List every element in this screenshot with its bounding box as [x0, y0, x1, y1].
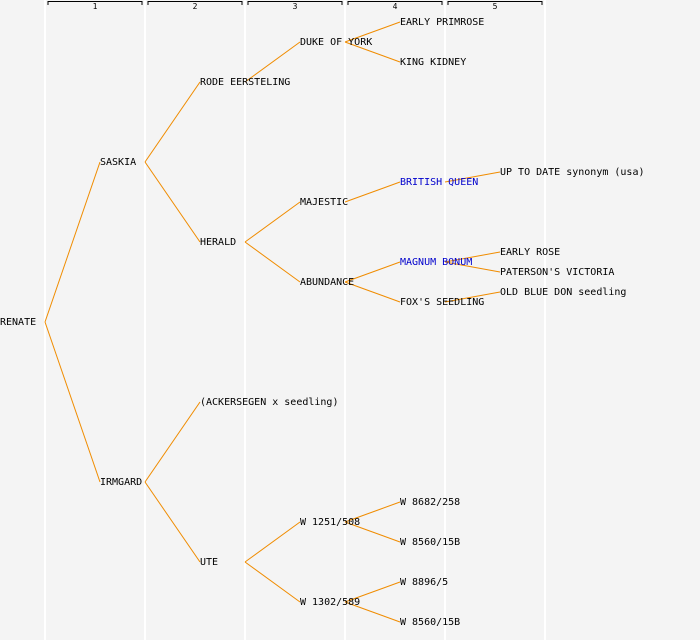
pedigree-node[interactable]: ABUNDANCE: [300, 277, 354, 288]
generation-bracket: [347, 1, 443, 5]
pedigree-edge: [144, 481, 201, 563]
pedigree-edge: [244, 561, 301, 603]
generation-bracket: [247, 1, 343, 5]
pedigree-edge: [344, 281, 401, 303]
pedigree-node[interactable]: MAJESTIC: [300, 197, 348, 208]
pedigree-node[interactable]: HERALD: [200, 237, 236, 248]
pedigree-node[interactable]: UTE: [200, 557, 218, 568]
pedigree-edge: [344, 181, 401, 203]
pedigree-edge: [44, 161, 101, 323]
pedigree-node[interactable]: BRITISH QUEEN: [400, 177, 478, 188]
pedigree-node[interactable]: W 1302/589: [300, 597, 360, 608]
pedigree-node[interactable]: W 8560/15B: [400, 617, 460, 628]
pedigree-node[interactable]: IRMGARD: [100, 477, 142, 488]
pedigree-node[interactable]: W 8560/15B: [400, 537, 460, 548]
pedigree-node[interactable]: EARLY ROSE: [500, 247, 560, 258]
generation-bracket: [47, 1, 143, 5]
generation-number: 1: [93, 2, 98, 11]
pedigree-node[interactable]: MAGNUM BONUM: [400, 257, 472, 268]
generation-number: 4: [393, 2, 398, 11]
pedigree-edge: [44, 321, 101, 483]
pedigree-edge: [144, 81, 201, 163]
pedigree-edge: [444, 171, 501, 183]
pedigree-node[interactable]: RENATE: [0, 317, 36, 328]
pedigree-nodes: RENATE SASKIA RODE EERSTELING DUKE OF YORK E…: [0, 17, 645, 628]
pedigree-edge: [244, 41, 301, 83]
pedigree-edge: [344, 581, 401, 603]
generation-bracket: [147, 1, 243, 5]
pedigree-edges: [44, 21, 501, 623]
pedigree-node[interactable]: PATERSON'S VICTORIA: [500, 267, 614, 278]
pedigree-edge: [344, 261, 401, 283]
pedigree-node[interactable]: RODE EERSTELING: [200, 77, 290, 88]
pedigree-node[interactable]: EARLY PRIMROSE: [400, 17, 484, 28]
pedigree-edge: [244, 241, 301, 283]
pedigree-node[interactable]: DUKE OF YORK: [300, 37, 372, 48]
generation-number: 5: [493, 2, 498, 11]
pedigree-node[interactable]: W 8682/258: [400, 497, 460, 508]
pedigree-node[interactable]: W 1251/508: [300, 517, 360, 528]
pedigree-edge: [444, 251, 501, 263]
pedigree-edge: [444, 261, 501, 273]
generation-bracket: [447, 1, 543, 5]
pedigree-node[interactable]: OLD BLUE DON seedling: [500, 287, 626, 298]
pedigree-edge: [344, 21, 401, 43]
pedigree-edge: [344, 521, 401, 543]
pedigree-edge: [244, 201, 301, 243]
pedigree-edge: [344, 41, 401, 63]
pedigree-edge: [444, 291, 501, 303]
generation-headers: 1 2 3 4 5: [47, 1, 543, 11]
pedigree-node[interactable]: SASKIA: [100, 157, 136, 168]
pedigree-edge: [144, 401, 201, 483]
pedigree-edge: [244, 521, 301, 563]
pedigree-node[interactable]: UP TO DATE synonym (usa): [500, 167, 645, 178]
pedigree-edge: [144, 161, 201, 243]
pedigree-node[interactable]: FOX'S SEEDLING: [400, 297, 484, 308]
pedigree-node[interactable]: W 8896/5: [400, 577, 448, 588]
pedigree-edge: [344, 601, 401, 623]
generation-number: 2: [193, 2, 198, 11]
column-separators: [44, 0, 546, 640]
pedigree-node[interactable]: (ACKERSEGEN x seedling): [200, 397, 338, 408]
pedigree-edge: [344, 501, 401, 523]
pedigree-node[interactable]: KING KIDNEY: [400, 57, 466, 68]
generation-number: 3: [293, 2, 298, 11]
